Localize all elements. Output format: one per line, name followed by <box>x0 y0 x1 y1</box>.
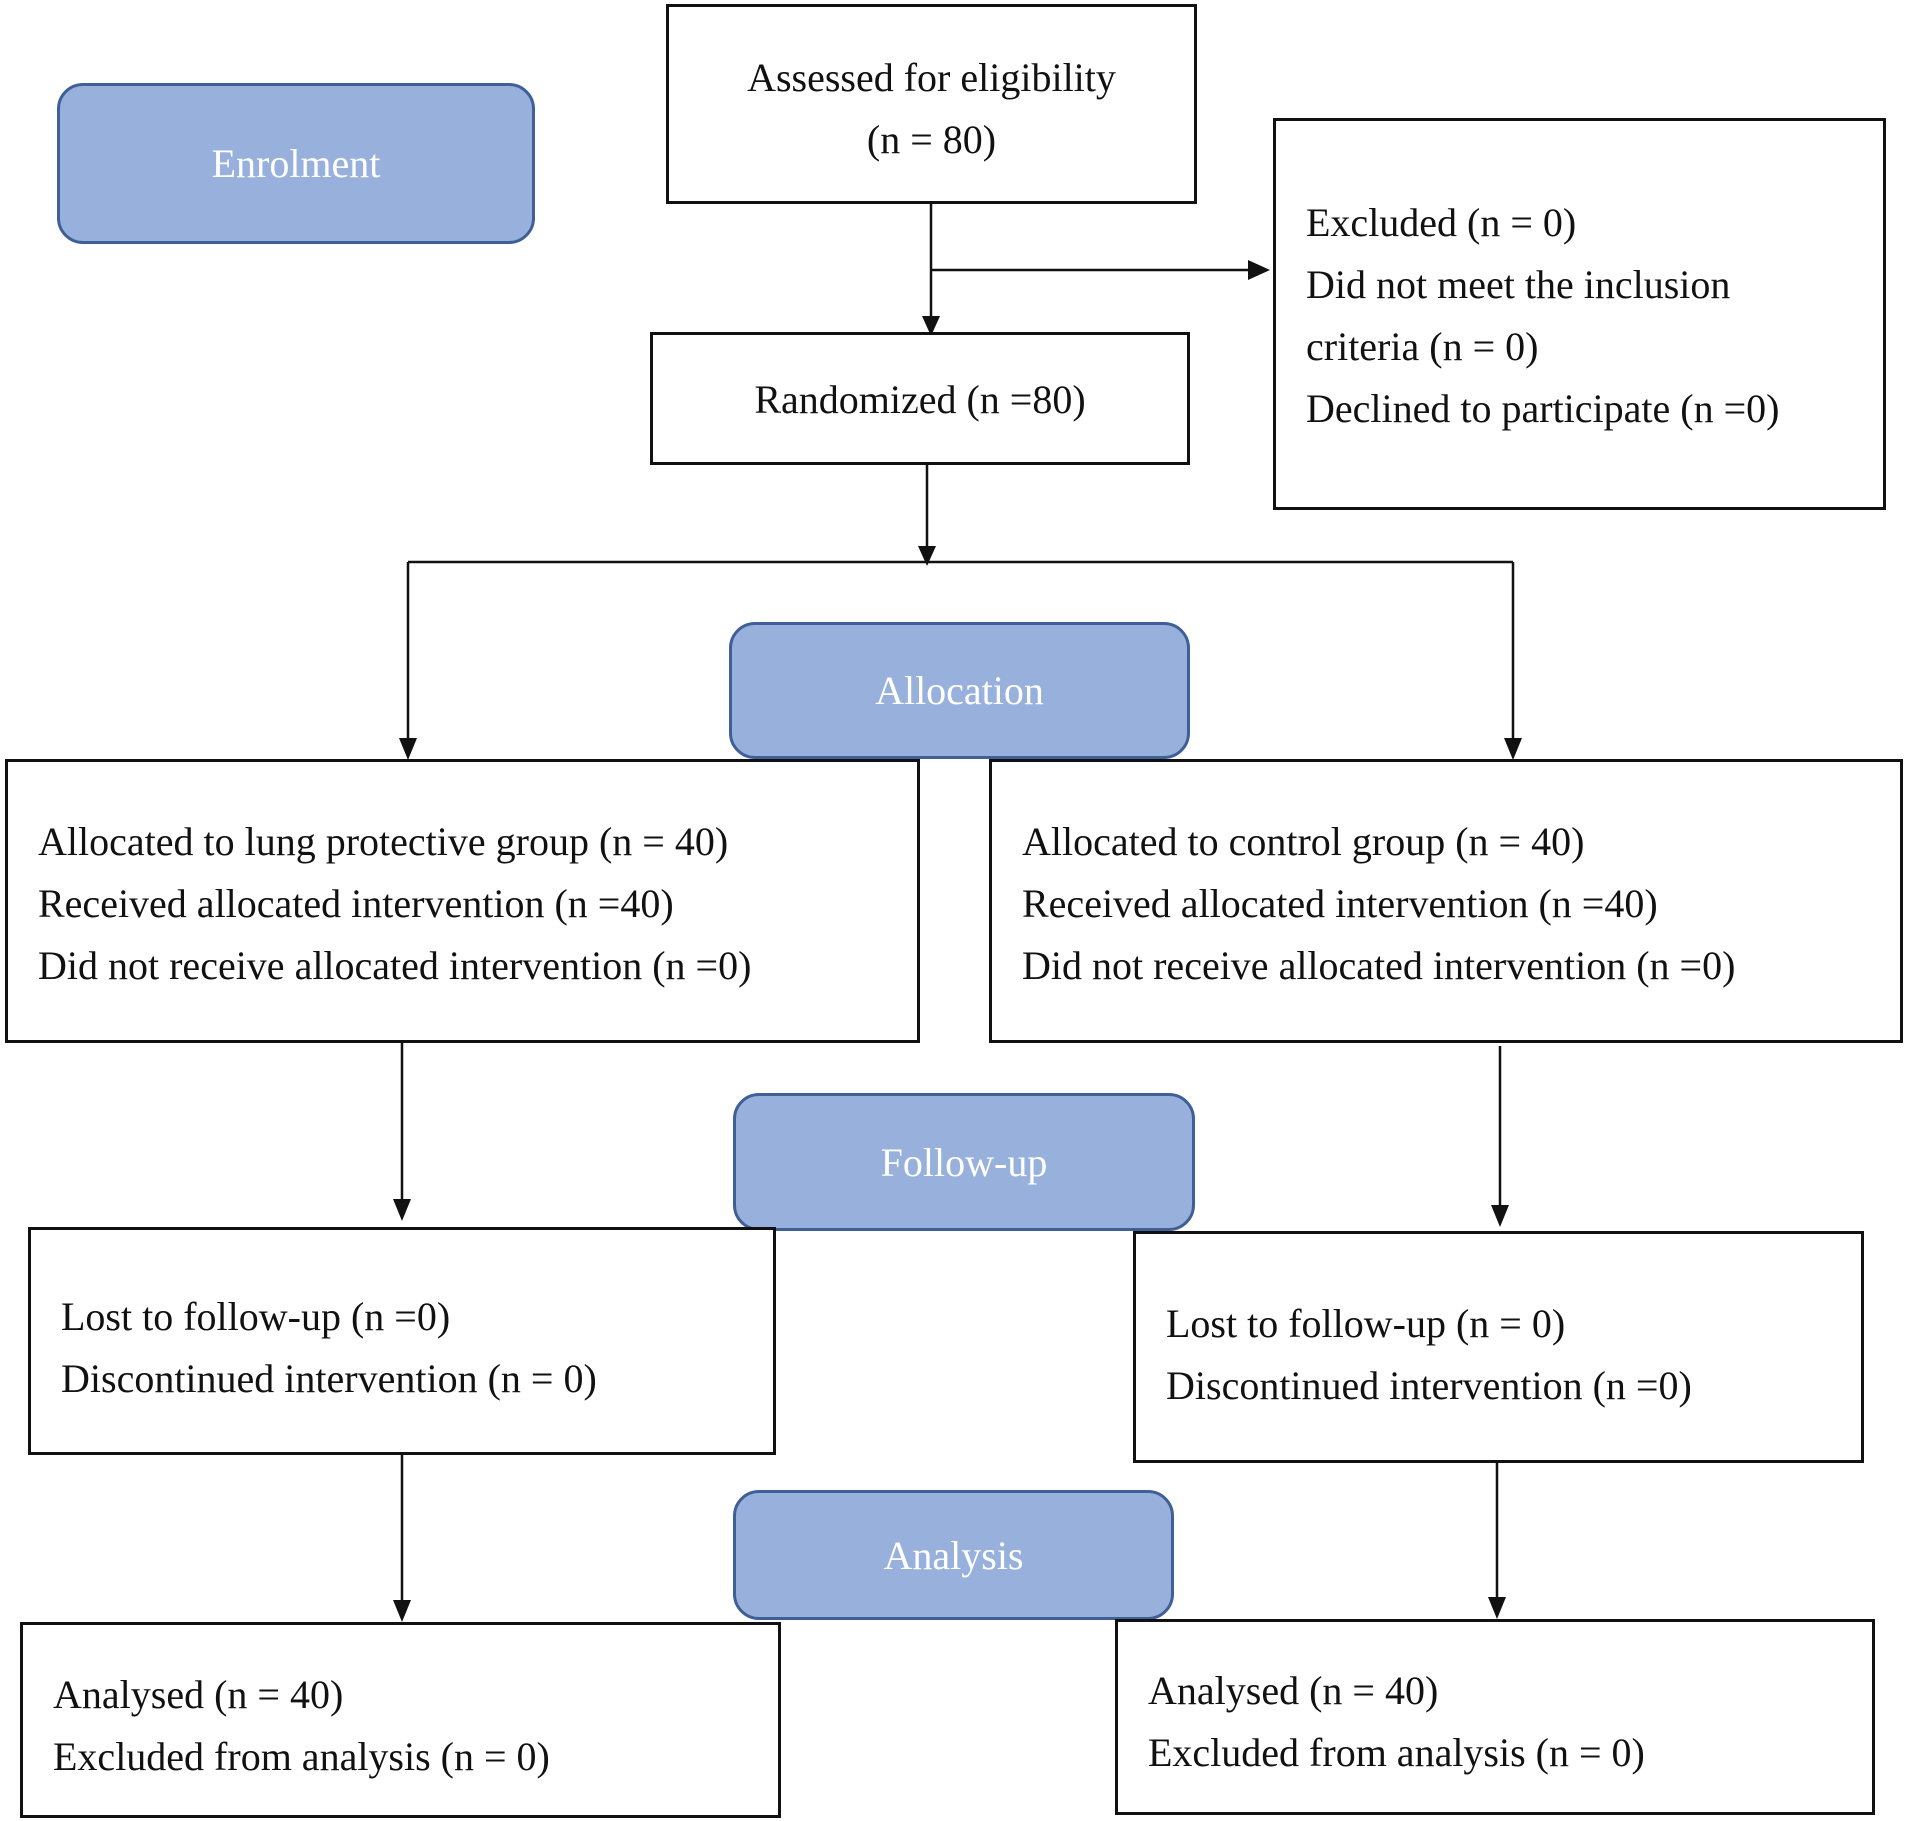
stage-label-enrolment: Enrolment <box>57 83 535 244</box>
excluded-text: Excluded (n = 0) Did not meet the inclus… <box>1306 192 1779 440</box>
stage-label-allocation: Allocation <box>729 622 1190 759</box>
excluded-line: Did not meet the inclusion <box>1306 262 1731 307</box>
allocation-left-line: Received allocated intervention (n =40) <box>38 881 674 926</box>
stage-label-allocation-text: Allocation <box>875 668 1044 713</box>
follow-up-left-line: Discontinued intervention (n = 0) <box>61 1356 597 1401</box>
follow-up-right-line: Lost to follow-up (n = 0) <box>1166 1301 1566 1346</box>
stage-label-follow-up: Follow-up <box>733 1093 1195 1231</box>
stage-label-follow-up-text: Follow-up <box>880 1139 1048 1185</box>
follow-up-left-line: Lost to follow-up (n =0) <box>61 1294 451 1339</box>
follow-up-right-box: Lost to follow-up (n = 0) Discontinued i… <box>1133 1231 1864 1463</box>
follow-up-left-box: Lost to follow-up (n =0) Discontinued in… <box>28 1227 776 1455</box>
allocation-right-line: Received allocated intervention (n =40) <box>1022 881 1658 926</box>
analysis-right-line: Analysed (n = 40) <box>1148 1668 1439 1713</box>
assessed-count: (n = 80) <box>866 117 997 162</box>
excluded-line: criteria (n = 0) <box>1306 324 1539 369</box>
follow-up-right-line: Discontinued intervention (n =0) <box>1166 1363 1692 1408</box>
assessed-box: Assessed for eligibility (n = 80) <box>666 4 1197 204</box>
excluded-box <box>1273 118 1886 510</box>
allocation-right-line: Did not receive allocated intervention (… <box>1022 943 1736 988</box>
analysis-right-box: Analysed (n = 40) Excluded from analysis… <box>1115 1619 1875 1815</box>
allocation-left-line: Allocated to lung protective group (n = … <box>38 819 729 864</box>
allocation-left-line: Did not receive allocated intervention (… <box>38 943 752 988</box>
stage-label-analysis: Analysis <box>733 1490 1174 1620</box>
stage-label-enrolment-text: Enrolment <box>211 141 381 186</box>
analysis-left-line: Analysed (n = 40) <box>53 1672 344 1717</box>
assessed-title: Assessed for eligibility <box>747 55 1116 100</box>
stage-label-analysis-text: Analysis <box>883 1532 1024 1578</box>
excluded-line: Excluded (n = 0) <box>1306 200 1577 245</box>
excluded-line: Declined to participate (n =0) <box>1306 386 1780 431</box>
randomized-text: Randomized (n =80) <box>754 377 1086 422</box>
allocation-right-line: Allocated to control group (n = 40) <box>1022 819 1585 864</box>
analysis-right-line: Excluded from analysis (n = 0) <box>1148 1730 1645 1775</box>
randomized-box: Randomized (n =80) <box>650 332 1190 465</box>
allocation-right-box: Allocated to control group (n = 40) Rece… <box>989 759 1903 1043</box>
analysis-left-box: Analysed (n = 40) Excluded from analysis… <box>20 1622 781 1818</box>
analysis-left-line: Excluded from analysis (n = 0) <box>53 1734 550 1779</box>
allocation-left-box: Allocated to lung protective group (n = … <box>5 759 920 1043</box>
